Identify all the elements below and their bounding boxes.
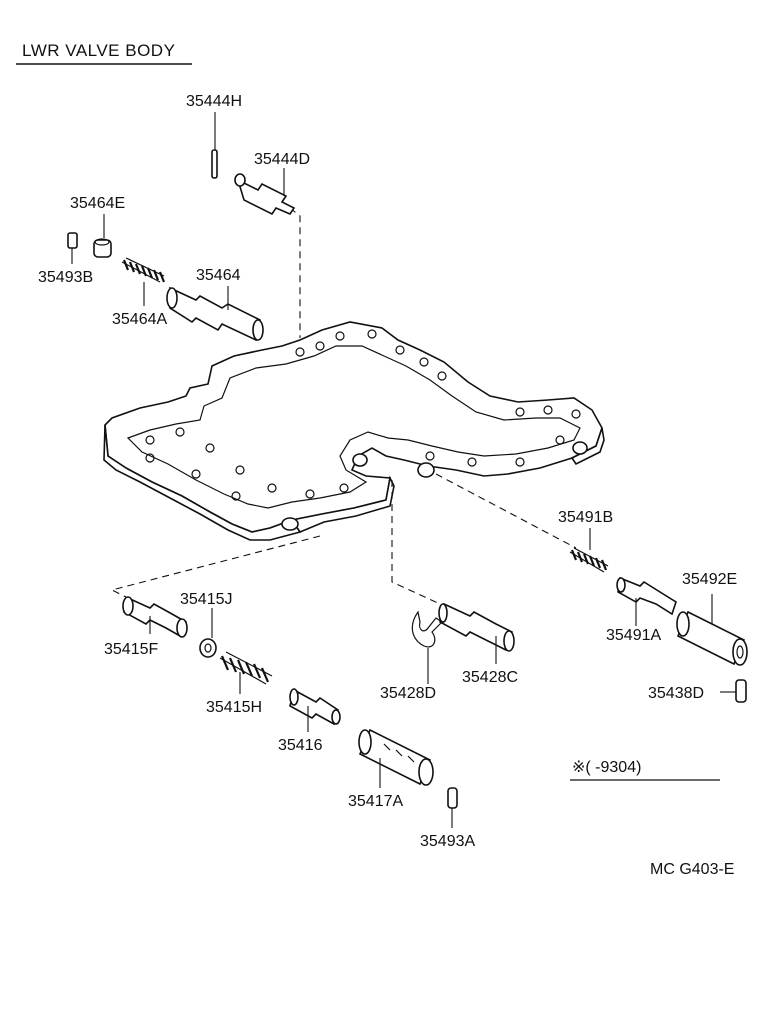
spring-35415H: [219, 651, 273, 685]
pin-35493A: [447, 787, 458, 809]
spring-35464A: [121, 257, 166, 283]
spring-35491B: [569, 547, 609, 573]
valve-35491A: [616, 576, 677, 616]
label-35464E: 35464E: [70, 195, 125, 212]
valve-35464: [166, 286, 264, 342]
washer-35415J: [199, 638, 217, 658]
label-35416: 35416: [278, 737, 323, 754]
label-35415F: 35415F: [104, 641, 158, 658]
plug-35416: [289, 688, 341, 726]
label-35444H: 35444H: [186, 93, 242, 110]
pin-35493B: [67, 232, 78, 249]
valve-35415F: [122, 596, 188, 638]
valve-35428C: [438, 602, 515, 652]
label-35428C: 35428C: [462, 669, 518, 686]
label-35464: 35464: [196, 267, 241, 284]
assembly-line-right: [435, 473, 577, 549]
assembly-line-center: [391, 480, 441, 605]
sleeve-35492E: [676, 610, 748, 666]
illustration-code: MC G403-E: [650, 861, 734, 878]
clip-35428D: [411, 610, 443, 648]
lower-valve-body-plate: [103, 321, 605, 541]
label-35493B: 35493B: [38, 269, 93, 286]
label-35428D: 35428D: [380, 685, 436, 702]
valve-35444D: [234, 173, 296, 216]
diagram-title: LWR VALVE BODY: [22, 41, 175, 60]
label-35415J: 35415J: [180, 591, 233, 608]
label-35491B: 35491B: [558, 509, 613, 526]
label-35415H: 35415H: [206, 699, 262, 716]
label-35493A: 35493A: [420, 833, 475, 850]
pin-35438D: [735, 679, 747, 703]
label-35491A: 35491A: [606, 627, 661, 644]
label-35492E: 35492E: [682, 571, 737, 588]
label-35438D: 35438D: [648, 685, 704, 702]
sleeve-35417A: [358, 728, 434, 786]
pin-35444H: [211, 149, 218, 179]
plug-35464E: [93, 238, 112, 258]
label-35464A: 35464A: [112, 311, 167, 328]
assembly-line-top: [289, 207, 301, 338]
date-range-note: ※( -9304): [572, 759, 641, 776]
label-35417A: 35417A: [348, 793, 403, 810]
label-35444D: 35444D: [254, 151, 310, 168]
